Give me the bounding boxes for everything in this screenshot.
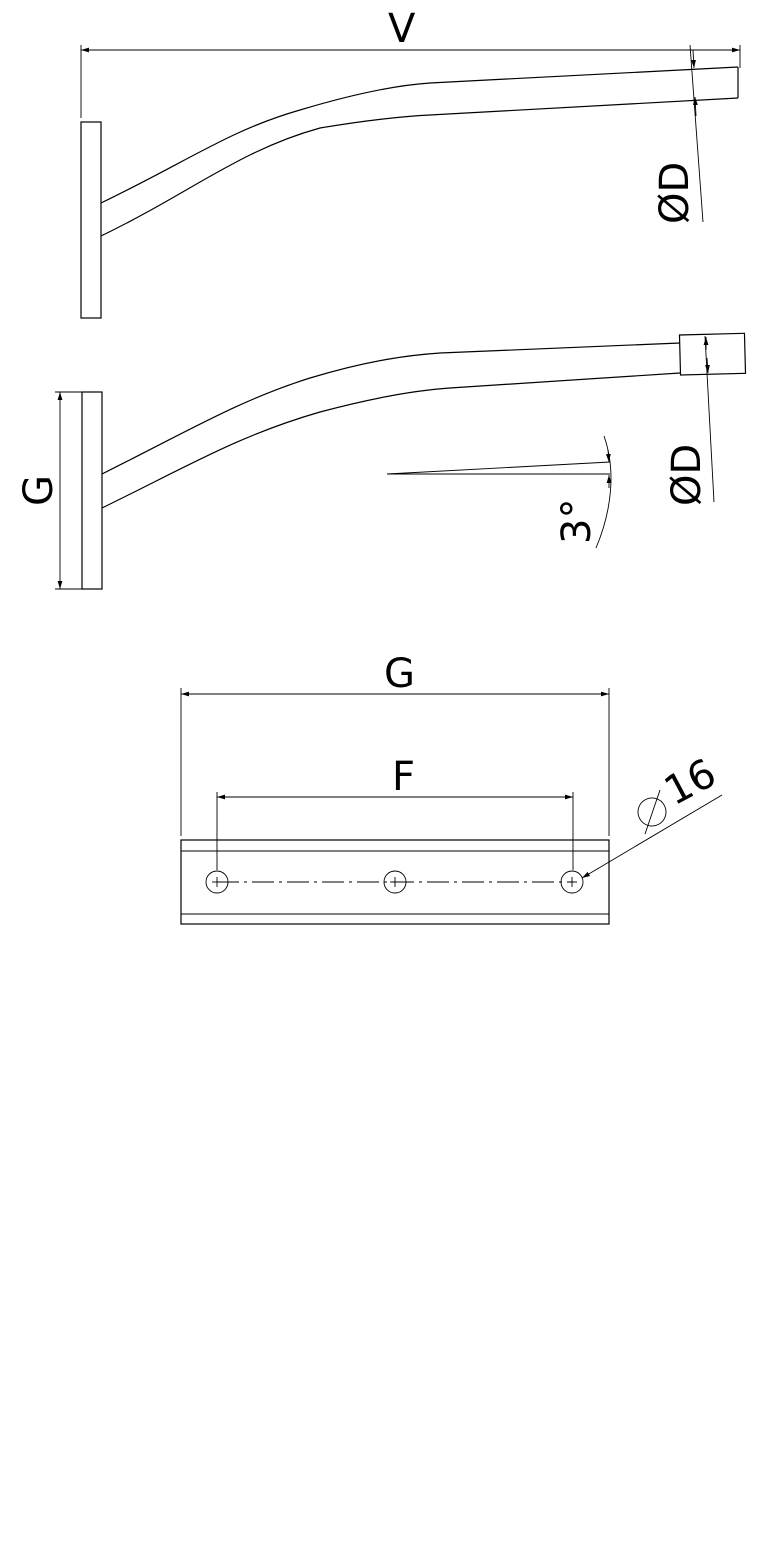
v-label: V	[388, 6, 416, 52]
side-diameter-leader	[704, 335, 715, 503]
angle-label: 3°	[554, 499, 600, 544]
angle-inclined-line	[386, 461, 611, 475]
g-plate-label: G	[384, 651, 415, 697]
side-diameter-arrow-b	[705, 357, 710, 374]
hole-diameter-leader	[581, 794, 723, 879]
angle-arc	[595, 435, 612, 549]
side-diameter-label: ØD	[664, 444, 710, 506]
top-diameter-arrow-a	[691, 49, 696, 69]
side-view: G ØD 3°	[16, 332, 747, 590]
top-diameter-arrow-b	[693, 96, 698, 117]
hole-right	[560, 870, 584, 894]
diameter-symbol-icon	[637, 789, 667, 835]
side-wall-plate	[81, 391, 103, 590]
side-arm-upper-edge	[101, 342, 681, 475]
hole-center	[383, 870, 407, 894]
g-side-label: G	[16, 475, 62, 506]
top-arm-lower-edge	[100, 97, 739, 237]
top-diameter-label: ØD	[652, 162, 698, 224]
top-diameter-leader	[689, 44, 704, 223]
side-arm-lower-edge	[101, 372, 681, 509]
side-arm-end-cap	[678, 332, 747, 376]
angle-arrow-a	[605, 449, 611, 463]
plate-view: G F 16	[180, 651, 724, 925]
plate-outline	[180, 839, 610, 925]
top-arm-upper-edge	[100, 66, 739, 204]
hole-left	[205, 870, 229, 894]
hole-diameter-label: 16	[657, 750, 724, 815]
top-view: V ØD	[80, 6, 741, 319]
f-label: F	[392, 754, 415, 800]
top-wall-plate	[80, 121, 102, 319]
